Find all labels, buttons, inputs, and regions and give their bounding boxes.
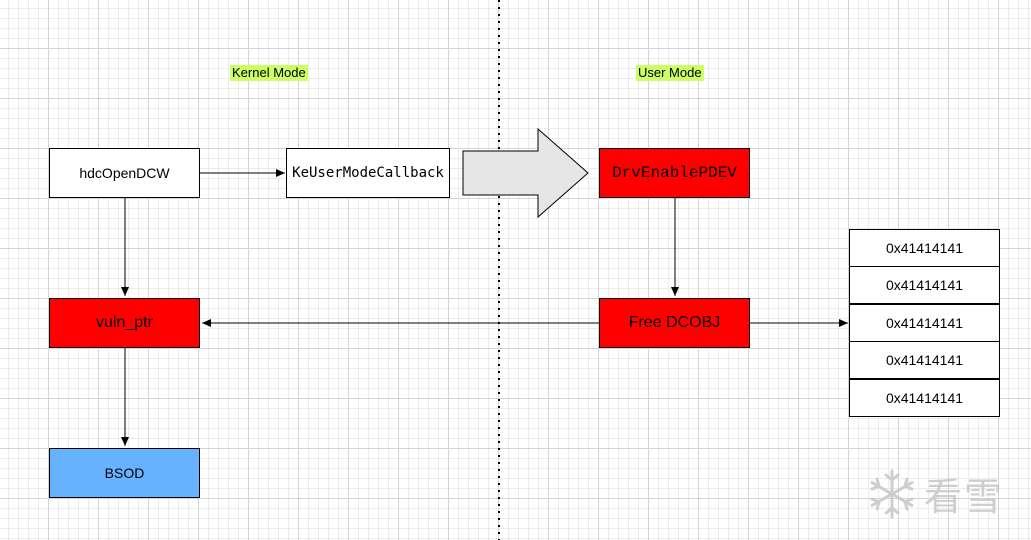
node-vulnptr: vuln_ptr bbox=[49, 298, 200, 348]
memory-cell: 0x41414141 bbox=[849, 229, 1000, 267]
node-free-dcobj-label: Free DCOBJ bbox=[628, 314, 721, 331]
memory-cell: 0x41414141 bbox=[849, 266, 1000, 304]
memory-cell: 0x41414141 bbox=[849, 304, 1000, 342]
node-free-dcobj: Free DCOBJ bbox=[599, 298, 750, 348]
node-hdcopendcw: hdcOpenDCW bbox=[49, 148, 200, 198]
node-keusermodecallback-label: KeUserModeCallback bbox=[292, 165, 444, 181]
user-mode-label: User Mode bbox=[636, 65, 704, 81]
node-drvenablepdev-label: DrvEnablePDEV bbox=[612, 164, 737, 182]
node-vulnptr-label: vuln_ptr bbox=[96, 314, 153, 331]
watermark-text: 看雪 bbox=[924, 475, 1005, 519]
node-hdcopendcw-label: hdcOpenDCW bbox=[79, 165, 170, 181]
node-keusermodecallback: KeUserModeCallback bbox=[286, 148, 450, 198]
node-drvenablepdev: DrvEnablePDEV bbox=[599, 148, 750, 198]
transition-arrow bbox=[462, 127, 589, 219]
node-bsod-label: BSOD bbox=[104, 465, 145, 481]
snowflake-icon bbox=[870, 469, 914, 518]
watermark: 看雪 bbox=[866, 466, 1004, 521]
memory-cell: 0x41414141 bbox=[849, 341, 1000, 379]
kernel-mode-label: Kernel Mode bbox=[230, 65, 308, 81]
node-bsod: BSOD bbox=[49, 448, 200, 498]
memory-cell: 0x41414141 bbox=[849, 379, 1000, 417]
